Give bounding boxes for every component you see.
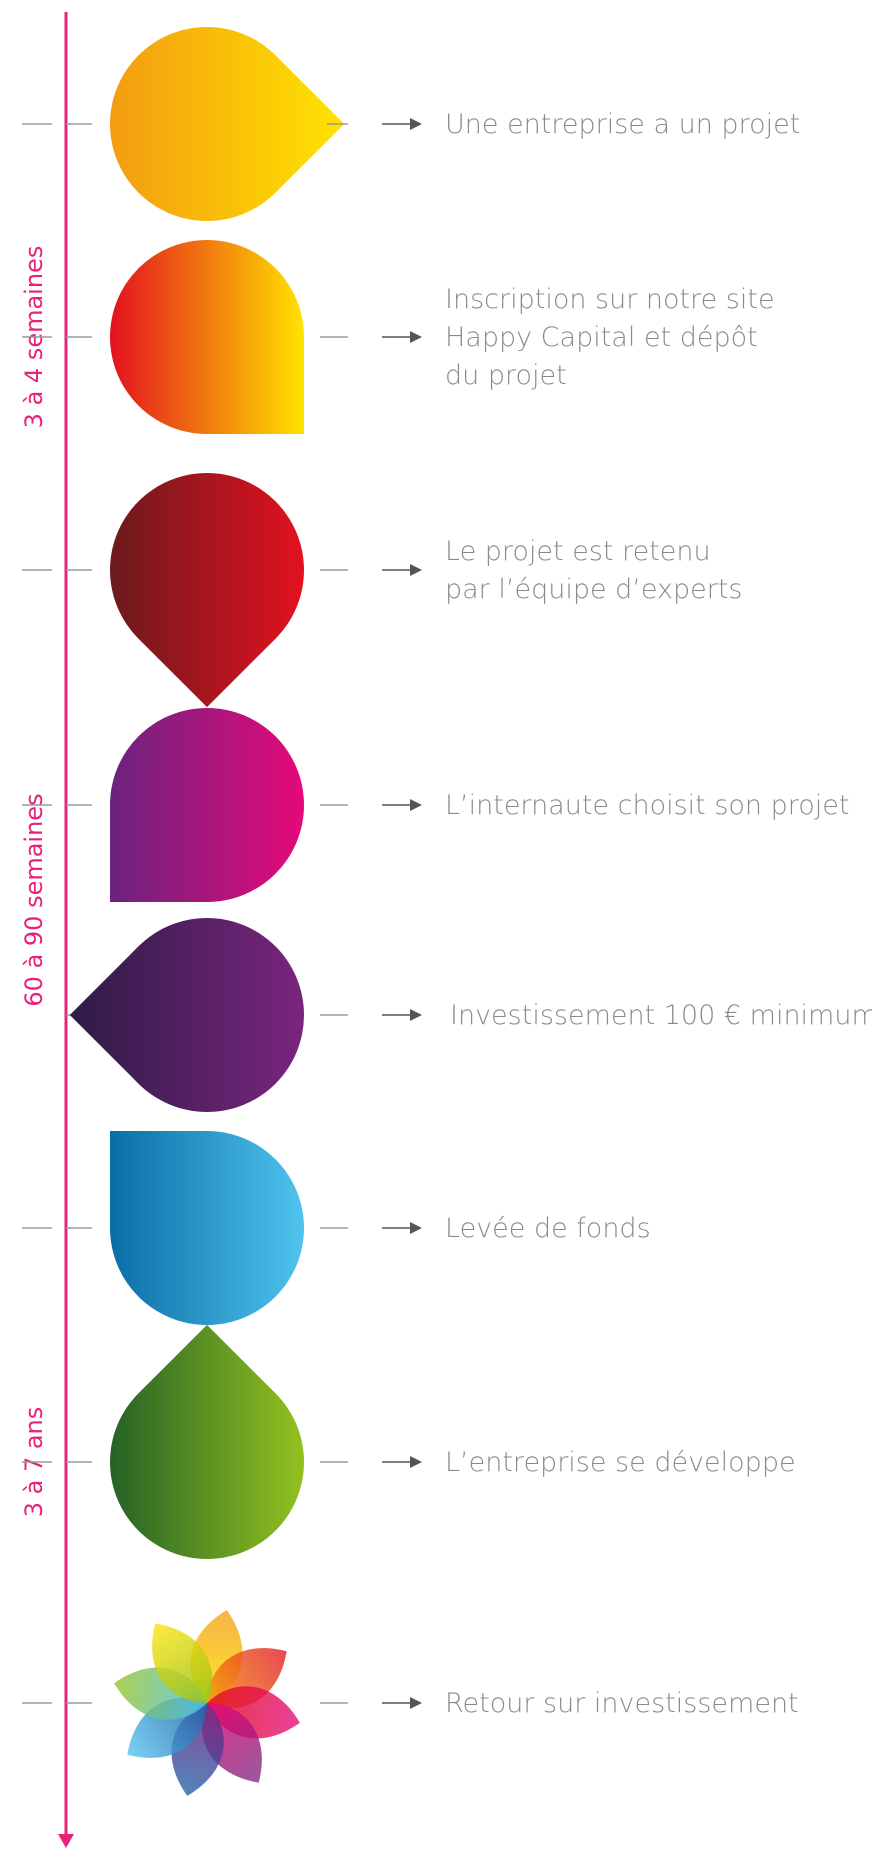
process-step: Le projet est retenu par l’équipe d’exper… xyxy=(22,472,743,708)
process-step: Levée de fonds xyxy=(22,1131,651,1325)
step-shape xyxy=(110,472,304,708)
step-label: Levée de fonds xyxy=(445,1213,651,1244)
process-step: Retour sur investissement xyxy=(22,1610,799,1796)
timeline-arrow-icon xyxy=(58,1834,74,1848)
process-step: Investissement 100 € minimum xyxy=(66,918,872,1112)
step-label: L’entreprise se développe xyxy=(445,1447,796,1478)
step-shape xyxy=(69,918,304,1112)
step-label: L’internaute choisit son projet xyxy=(445,790,849,821)
step-shape xyxy=(110,708,304,902)
process-step: L’internaute choisit son projet xyxy=(22,708,849,902)
step-label: Retour sur investissement xyxy=(445,1688,799,1719)
phase-label: 60 à 90 semaines xyxy=(20,793,48,1006)
step-shape xyxy=(110,240,304,434)
arrow-head-icon xyxy=(410,331,422,343)
process-step: Une entreprise a un projet xyxy=(22,26,800,221)
step-shape xyxy=(110,1324,304,1559)
arrow-head-icon xyxy=(410,1009,422,1021)
step-label: Une entreprise a un projet xyxy=(445,109,800,140)
step-label: Investissement 100 € minimum xyxy=(450,1000,872,1031)
timeline xyxy=(58,12,74,1848)
flower-icon xyxy=(114,1610,300,1796)
arrow-head-icon xyxy=(410,1456,422,1468)
step-label: par l’équipe d’experts xyxy=(445,574,743,605)
arrow-head-icon xyxy=(410,1697,422,1709)
arrow-head-icon xyxy=(410,118,422,130)
step-label: Happy Capital et dépôt xyxy=(445,322,758,353)
step-shape xyxy=(110,1131,304,1325)
arrow-head-icon xyxy=(410,1222,422,1234)
flower-petal xyxy=(152,1623,213,1703)
arrow-head-icon xyxy=(410,564,422,576)
process-step: L’entreprise se développe xyxy=(22,1324,796,1559)
step-label: Le projet est retenu xyxy=(445,536,711,567)
step-label: du projet xyxy=(445,360,567,391)
arrow-head-icon xyxy=(410,799,422,811)
step-shape xyxy=(110,26,345,221)
step-label: Inscription sur notre site xyxy=(445,284,775,315)
